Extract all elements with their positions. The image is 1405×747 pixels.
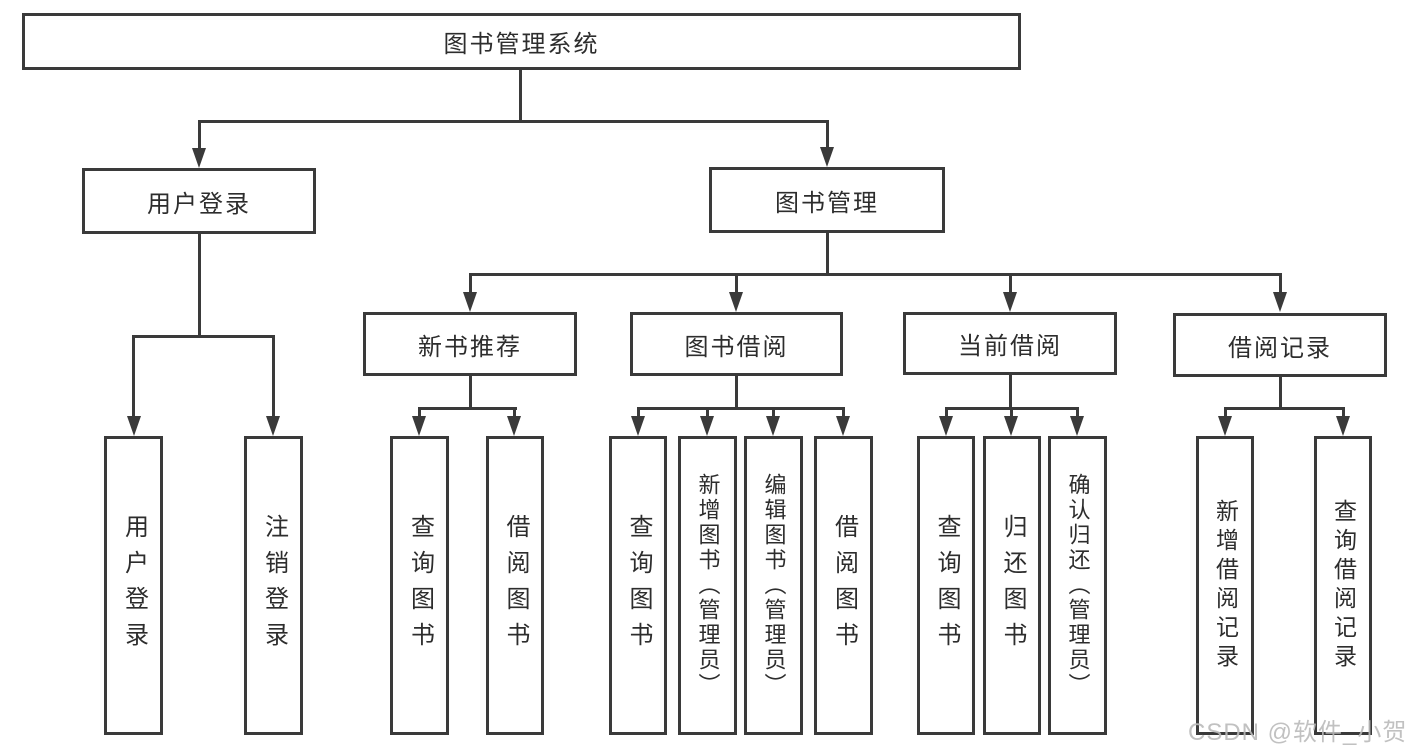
edge-user-login-bus (132, 335, 275, 338)
edge-drop-new-book-rec (469, 273, 472, 294)
edge-drop-bb-edit (772, 407, 775, 418)
node-cb-query-books-label: 查询图书 (933, 513, 960, 658)
arrowhead-leaf-logout (266, 416, 280, 436)
node-br-add-record: 新增借阅记录 (1196, 436, 1254, 735)
node-rec-query-books-label: 查询图书 (406, 513, 434, 658)
node-root-label: 图书管理系统 (443, 31, 600, 58)
edge-drop-book-borrow (735, 273, 738, 294)
arrowhead-borrow-records (1273, 292, 1287, 312)
edge-borrow-records-stem (1279, 377, 1282, 409)
edge-level1-bus (198, 120, 829, 123)
node-br-add-record-label: 新增借阅记录 (1212, 498, 1239, 673)
node-rec-borrow-books-label: 借阅图书 (502, 513, 529, 658)
edge-book-borrow-stem (735, 376, 738, 409)
node-rec-borrow-books: 借阅图书 (486, 436, 544, 735)
edge-root-stem (519, 69, 522, 120)
node-bb-edit-books-admin-label: 编辑图书（管理员） (761, 473, 787, 698)
node-borrow-records: 借阅记录 (1173, 313, 1387, 377)
arrowhead-new-book-rec (463, 292, 477, 312)
edge-drop-rec-query (418, 407, 421, 418)
edge-drop-bb-query (637, 407, 640, 418)
arrowhead-leaf-login (127, 416, 141, 436)
node-bb-borrow-books: 借阅图书 (814, 436, 873, 735)
edge-new-book-rec-stem (469, 376, 472, 409)
node-current-borrow-label: 当前借阅 (958, 333, 1062, 360)
node-user-login-label: 用户登录 (147, 190, 251, 218)
arrowhead-cb-confirm (1070, 416, 1084, 436)
csdn-watermark: CSDN @软件_小贺同学 (1188, 719, 1405, 746)
edge-drop-rec-borrow (513, 407, 516, 418)
edge-current-borrow-stem (1009, 375, 1012, 409)
edge-drop-borrow-records (1279, 273, 1282, 294)
edge-drop-br-query (1342, 407, 1345, 418)
node-user-login: 用户登录 (82, 168, 316, 234)
node-bb-query-books-label: 查询图书 (625, 513, 652, 658)
arrowhead-cb-return (1004, 416, 1018, 436)
node-cb-query-books: 查询图书 (917, 436, 975, 735)
arrowhead-current-borrow (1003, 292, 1017, 312)
edge-drop-cb-return (1010, 407, 1013, 418)
arrowhead-book-mgmt (820, 147, 834, 167)
edge-drop-current-borrow (1009, 273, 1012, 294)
node-current-borrow: 当前借阅 (903, 312, 1117, 375)
node-book-borrow: 图书借阅 (630, 312, 843, 376)
edge-level2-bus (469, 273, 1282, 276)
node-book-mgmt-label: 图书管理 (775, 189, 879, 217)
arrowhead-bb-borrow (836, 416, 850, 436)
edge-book-borrow-bus (637, 407, 845, 410)
edge-drop-br-add (1224, 407, 1227, 418)
node-bb-edit-books-admin: 编辑图书（管理员） (744, 436, 803, 735)
node-leaf-logout: 注销登录 (244, 436, 303, 735)
edge-borrow-records-bus (1224, 407, 1345, 410)
arrowhead-rec-query (412, 416, 426, 436)
edge-drop-bb-add (706, 407, 709, 418)
arrowhead-br-query (1336, 416, 1350, 436)
node-borrow-records-label: 借阅记录 (1228, 334, 1332, 362)
edge-new-book-rec-bus (418, 407, 517, 410)
node-cb-confirm-return-admin: 确认归还（管理员） (1048, 436, 1107, 735)
edge-book-mgmt-stem (826, 233, 829, 275)
node-leaf-user-login-label: 用户登录 (120, 513, 148, 658)
node-book-borrow-label: 图书借阅 (684, 333, 789, 361)
node-bb-borrow-books-label: 借阅图书 (830, 513, 858, 658)
node-cb-return-books-label: 归还图书 (999, 513, 1026, 658)
edge-drop-bb-borrow (842, 407, 845, 418)
node-bb-add-books-admin: 新增图书（管理员） (678, 436, 737, 735)
edge-drop-cb-query (945, 407, 948, 418)
node-cb-confirm-return-admin-label: 确认归还（管理员） (1065, 473, 1091, 698)
node-leaf-logout-label: 注销登录 (260, 513, 288, 658)
arrowhead-user-login (192, 148, 206, 168)
node-cb-return-books: 归还图书 (983, 436, 1041, 735)
edge-user-login-stem (198, 234, 201, 335)
edge-drop-leaf-login (132, 335, 135, 418)
node-rec-query-books: 查询图书 (390, 436, 449, 735)
node-new-book-rec: 新书推荐 (363, 312, 577, 376)
node-br-query-record-label: 查询借阅记录 (1330, 498, 1357, 673)
arrowhead-bb-query (631, 416, 645, 436)
node-book-mgmt: 图书管理 (709, 167, 945, 233)
arrowhead-rec-borrow (507, 416, 521, 436)
node-new-book-rec-label: 新书推荐 (418, 333, 522, 361)
edge-drop-user-login (198, 120, 201, 150)
arrowhead-br-add (1218, 416, 1232, 436)
arrowhead-cb-query (939, 416, 953, 436)
edge-drop-leaf-logout (272, 335, 275, 418)
arrowhead-book-borrow (729, 292, 743, 312)
arrowhead-bb-edit (766, 416, 780, 436)
edge-drop-book-mgmt (826, 120, 829, 149)
node-bb-add-books-admin-label: 新增图书（管理员） (695, 473, 721, 698)
node-leaf-user-login: 用户登录 (104, 436, 163, 735)
edge-drop-cb-confirm (1076, 407, 1079, 418)
arrowhead-bb-add (700, 416, 714, 436)
node-br-query-record: 查询借阅记录 (1314, 436, 1372, 735)
node-root: 图书管理系统 (22, 13, 1021, 70)
node-bb-query-books: 查询图书 (609, 436, 667, 735)
